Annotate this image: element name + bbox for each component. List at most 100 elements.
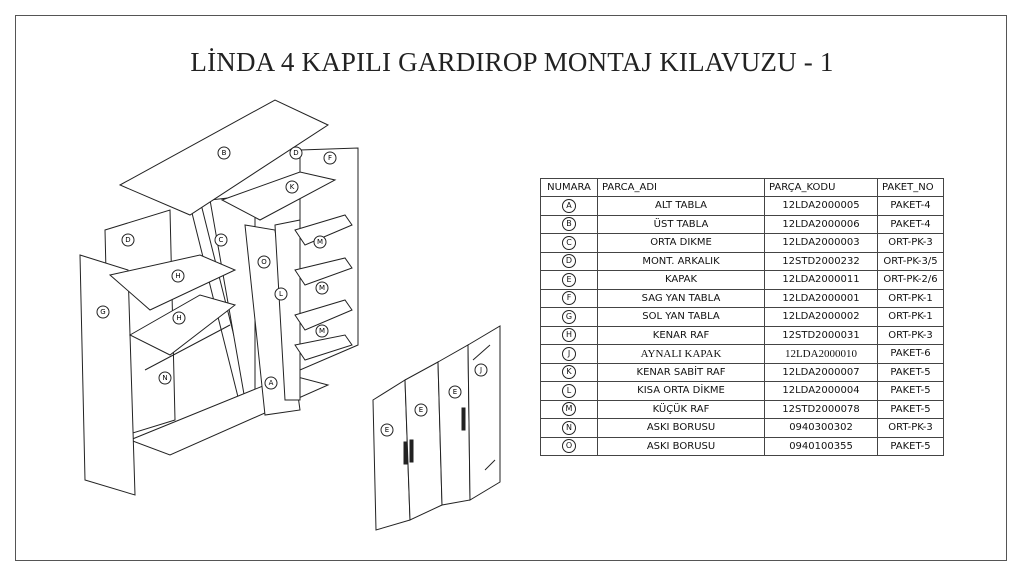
part-letter-circle: D: [562, 254, 576, 269]
part-name: MONT. ARKALIK: [597, 251, 765, 271]
part-code: 12LDA2000006: [764, 214, 878, 234]
part-number: H: [540, 325, 598, 345]
part-code: 12LDA2000005: [764, 196, 878, 216]
part-callout-circle: [313, 235, 327, 249]
part-name: KISA ORTA DİKME: [597, 381, 765, 401]
part-letter-circle: K: [562, 365, 576, 380]
part-code: 12LDA2000011: [764, 270, 878, 290]
part-callout-circle: [285, 180, 299, 194]
part-callout-label: A: [269, 379, 274, 387]
part-code: 0940300302: [764, 418, 878, 438]
part-number: F: [540, 288, 598, 308]
part-letter-circle: F: [562, 291, 576, 306]
part-callout-label: J: [479, 366, 482, 374]
package-no: PAKET-5: [877, 436, 944, 456]
part-callout-circle: [289, 146, 303, 160]
part-callout-label: D: [293, 149, 298, 157]
part-callout-circle: [315, 324, 329, 338]
part-callout-label: E: [453, 388, 457, 396]
part-callout-circle: [323, 151, 337, 165]
part-callout-circle: [158, 371, 172, 385]
header-parca-adi: PARCA_ADI: [597, 178, 765, 197]
part-callout-circle: [171, 269, 185, 283]
part-callout-circle: [380, 423, 394, 437]
package-no: ORT-PK-1: [877, 307, 944, 327]
part-letter-circle: A: [562, 198, 576, 213]
package-no: PAKET-4: [877, 196, 944, 216]
part-number: N: [540, 418, 598, 438]
part-name: ORTA DIKME: [597, 233, 765, 253]
part-callout-label: K: [290, 183, 295, 191]
part-name: AYNALI KAPAK: [597, 344, 765, 364]
part-callout-circle: [217, 146, 231, 160]
part-callout-label: M: [319, 327, 325, 335]
package-no: PAKET-5: [877, 362, 944, 382]
part-code: 0940100355: [764, 436, 878, 456]
header-paket-no: PAKET_NO: [877, 178, 944, 197]
part-code: 12LDA2000010: [764, 344, 878, 364]
table-header-row: NUMARA PARCA_ADI PARÇA_KODU PAKET_NO: [540, 178, 944, 197]
part-number: M: [540, 399, 598, 419]
part-callout-label: M: [317, 238, 323, 246]
package-no: ORT-PK-2/6: [877, 270, 944, 290]
package-no: ORT-PK-1: [877, 288, 944, 308]
part-callout-circle: [257, 255, 271, 269]
part-code: 12LDA2000007: [764, 362, 878, 382]
part-callout-circle: [96, 305, 110, 319]
part-number: C: [540, 233, 598, 253]
part-callout-circle: [315, 281, 329, 295]
part-callout-circle: [474, 363, 488, 377]
part-callout-label: H: [176, 314, 181, 322]
part-name: ASKI BORUSU: [597, 436, 765, 456]
part-callout-label: O: [261, 258, 267, 266]
part-number: D: [540, 251, 598, 271]
part-name: ALT TABLA: [597, 196, 765, 216]
header-numara: NUMARA: [540, 178, 598, 197]
part-callout-label: E: [419, 406, 423, 414]
package-no: PAKET-5: [877, 381, 944, 401]
part-callout-label: L: [279, 290, 283, 298]
part-letter-circle: N: [562, 420, 576, 435]
part-code: 12STD2000031: [764, 325, 878, 345]
part-number: A: [540, 196, 598, 216]
part-letter-circle: J: [562, 346, 576, 361]
part-code: 12LDA2000003: [764, 233, 878, 253]
part-name: ASKI BORUSU: [597, 418, 765, 438]
package-no: ORT-PK-3: [877, 325, 944, 345]
part-letter-circle: C: [562, 235, 576, 250]
part-letter-circle: M: [562, 402, 576, 417]
part-callout-circle: [121, 233, 135, 247]
part-callout-label: N: [162, 374, 167, 382]
page-title: LİNDA 4 KAPILI GARDIROP MONTAJ KILAVUZU …: [190, 47, 834, 77]
part-callout-label: H: [175, 272, 180, 280]
part-number: J: [540, 344, 598, 364]
part-callout-label: F: [328, 154, 332, 162]
part-name: ÜST TABLA: [597, 214, 765, 234]
package-no: ORT-PK-3: [877, 233, 944, 253]
part-name: KENAR RAF: [597, 325, 765, 345]
header-parca-kodu: PARÇA_KODU: [764, 178, 878, 197]
parts-table: NUMARA PARCA_ADI PARÇA_KODU PAKET_NO A AL…: [540, 178, 944, 456]
part-callout-label: B: [222, 149, 227, 157]
part-letter-circle: B: [562, 217, 576, 232]
part-callout-circle: [274, 287, 288, 301]
part-number: K: [540, 362, 598, 382]
part-callout-circle: [214, 233, 228, 247]
package-no: PAKET-5: [877, 399, 944, 419]
part-callout-label: G: [100, 308, 105, 316]
part-callout-label: C: [219, 236, 224, 244]
part-letter-circle: L: [562, 383, 576, 398]
part-letter-circle: G: [562, 309, 576, 324]
part-number: B: [540, 214, 598, 234]
part-code: 12STD2000232: [764, 251, 878, 271]
